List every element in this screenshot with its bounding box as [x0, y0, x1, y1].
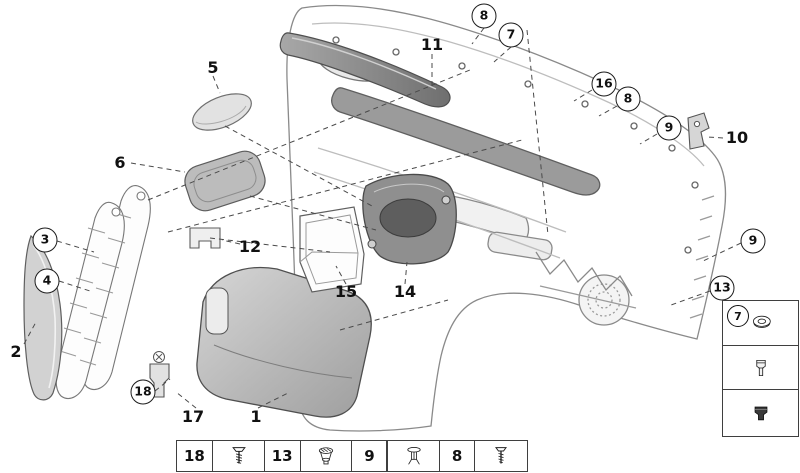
callout-6[interactable]: 6 — [114, 153, 126, 172]
side-detail-item-spring-clip[interactable] — [722, 389, 799, 438]
callout-4[interactable]: 4 — [34, 268, 60, 294]
divider — [299, 441, 301, 471]
callout-14[interactable]: 14 — [393, 282, 417, 301]
fastener-item-18[interactable]: 18 — [176, 440, 265, 472]
metal-clip-icon — [723, 357, 798, 379]
callout-2[interactable]: 2 — [10, 342, 22, 361]
fastener-label: 18 — [184, 447, 205, 465]
side-detail-item-7[interactable]: 7 — [722, 300, 799, 346]
callout-8-top[interactable]: 8 — [471, 3, 497, 29]
clip-part-12 — [189, 227, 221, 249]
fastener-item-13[interactable]: 13 — [263, 440, 353, 472]
armrest-part-1 — [196, 266, 372, 418]
side-detail-label: 7 — [727, 305, 749, 327]
fastener-label: 13 — [271, 447, 293, 465]
callout-7-top[interactable]: 7 — [498, 22, 524, 48]
callout-3[interactable]: 3 — [32, 227, 58, 253]
grommet-icon — [723, 312, 798, 334]
cap-part-6 — [184, 150, 266, 212]
door-panel-body — [286, 4, 727, 432]
side-detail-item-clip[interactable] — [722, 344, 799, 391]
carrier-rails-parts-3-4 — [55, 185, 151, 399]
fastener-item-8[interactable]: 8 — [439, 440, 529, 472]
callout-8-right[interactable]: 8 — [615, 86, 641, 112]
fastener-label: 9 — [364, 447, 375, 465]
callout-11[interactable]: 11 — [420, 35, 444, 54]
callout-1[interactable]: 1 — [250, 407, 262, 426]
screw-icon — [482, 444, 520, 468]
fastener-label: 8 — [451, 447, 463, 465]
bracket-part-10 — [687, 112, 710, 150]
callout-9-right[interactable]: 9 — [740, 228, 766, 254]
handle-unit-part-14 — [362, 173, 457, 265]
side-detail-legend: 7 — [722, 300, 799, 438]
leader-lines — [23, 27, 742, 409]
callout-16[interactable]: 16 — [591, 71, 617, 97]
fastener-item-9[interactable]: 9 — [351, 440, 441, 472]
callout-10[interactable]: 10 — [725, 128, 749, 147]
fastener-legend: 18 13 — [176, 440, 529, 472]
divider — [474, 441, 476, 471]
callout-13[interactable]: 13 — [709, 275, 735, 301]
callout-12[interactable]: 12 — [238, 237, 262, 256]
divider — [386, 441, 388, 471]
trim-strip-part-2 — [23, 235, 63, 401]
callout-17[interactable]: 17 — [181, 407, 205, 426]
screw-icon — [220, 444, 257, 468]
divider — [211, 441, 214, 471]
pocket-part-15 — [299, 206, 365, 293]
callout-15[interactable]: 15 — [334, 282, 358, 301]
push-nut-icon — [308, 444, 345, 468]
spring-clip-icon — [723, 402, 798, 424]
door-pull-trim-part — [279, 32, 451, 108]
cap-part-5 — [192, 93, 252, 131]
expanding-rivet-icon — [395, 444, 433, 468]
callout-9-upper[interactable]: 9 — [656, 115, 682, 141]
callout-18[interactable]: 18 — [130, 379, 156, 405]
callout-5[interactable]: 5 — [207, 58, 219, 77]
